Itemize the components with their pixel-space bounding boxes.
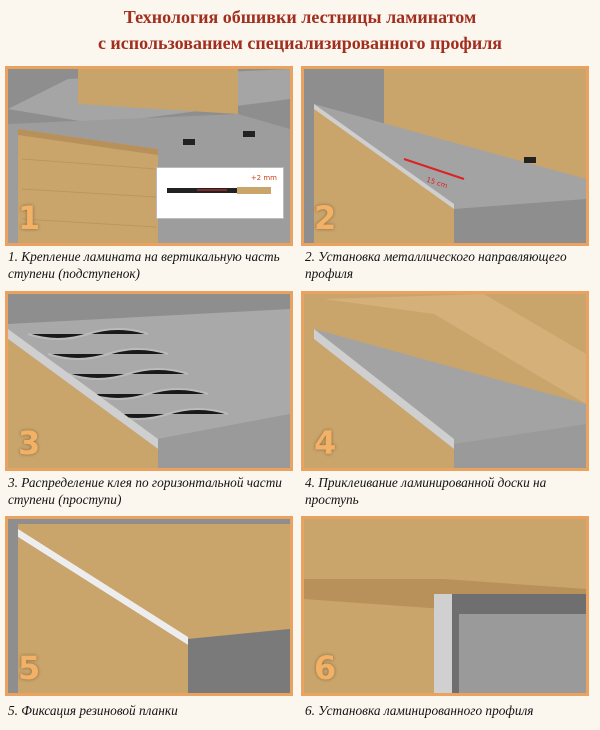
step-4-image: 4: [301, 291, 589, 471]
step-3-caption: 3. Распределение клея по горизонтальной …: [8, 475, 282, 507]
step-4-illustration: [304, 294, 586, 468]
title-line-1: Технология обшивки лестницы ламинатом: [123, 7, 477, 27]
step-2-illustration: [304, 69, 586, 243]
title-line-2: с использованием специализированного про…: [97, 33, 503, 53]
inset-label: +2 mm: [250, 174, 277, 182]
step-1-illustration: [8, 69, 290, 243]
step-3-illustration: [8, 294, 290, 468]
profile-inset: +2 mm: [156, 167, 284, 219]
step-1-caption: 1. Крепление ламината на вертикальную ча…: [8, 249, 280, 281]
step-6-illustration: [304, 519, 586, 693]
step-5-caption: 5. Фиксация резиновой планки: [8, 703, 178, 718]
step-6-caption: 6. Установка ламинированного профиля: [305, 703, 534, 718]
page-title: Технология обшивки лестницы ламинатом с …: [0, 4, 600, 56]
step-5-image: 5: [5, 516, 293, 696]
step-number: 4: [314, 424, 337, 462]
step-5-illustration: [8, 519, 290, 693]
step-number: 5: [18, 649, 41, 687]
step-2-caption: 2. Установка металлического направляющег…: [305, 249, 567, 281]
step-number: 3: [18, 424, 41, 462]
step-number: 2: [314, 199, 337, 237]
step-6-image: 6: [301, 516, 589, 696]
step-2-image: 15 cm 2: [301, 66, 589, 246]
step-4-caption: 4. Приклеивание ламинированной доски на …: [305, 475, 547, 507]
step-3-image: 3: [5, 291, 293, 471]
step-1-image: +2 mm 1: [5, 66, 293, 246]
step-number: 6: [314, 649, 337, 687]
step-number: 1: [18, 199, 41, 237]
